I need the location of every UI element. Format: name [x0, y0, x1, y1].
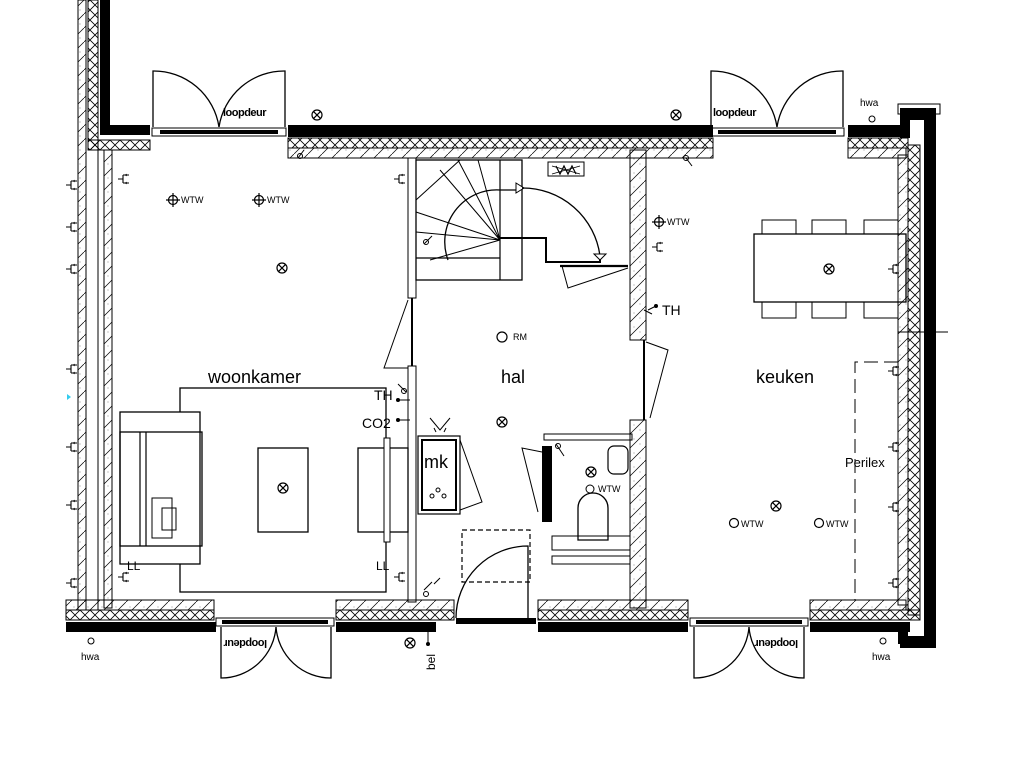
room-label-hal: hal	[501, 367, 526, 387]
ceiling-lights	[276, 109, 835, 649]
door-label-top-right: loopdeur	[713, 107, 757, 119]
wtw-label-4: WTW	[598, 484, 621, 494]
wtw-vents	[166, 193, 825, 529]
ll-label-left: LL	[127, 559, 141, 573]
thermostat-label-keuken: TH	[662, 302, 681, 318]
interior-walls	[383, 149, 669, 609]
staircase	[415, 159, 629, 289]
door-bottom-left[interactable]	[215, 617, 335, 679]
bottom-exterior-wall	[65, 599, 921, 632]
door-top-right[interactable]	[709, 70, 845, 137]
room-label-meterkast: mk	[424, 452, 448, 472]
room-label-keuken: keuken	[756, 367, 815, 387]
door-label-bottom-left: loopdeur	[224, 637, 268, 649]
switches	[297, 149, 693, 646]
wtw-label-6: WTW	[826, 519, 849, 529]
toilet-room	[521, 433, 633, 565]
door-top-left[interactable]	[151, 70, 287, 137]
smoke-detector-label: RM	[513, 332, 527, 342]
thermostat-label-woonkamer: TH	[374, 387, 393, 403]
meterkast	[417, 435, 483, 515]
co2-sensor-label: CO2	[362, 415, 391, 431]
room-label-woonkamer: woonkamer	[208, 367, 302, 387]
door-label-top-left: loopdeur	[223, 107, 267, 119]
hwa-label-bottom-right: hwa	[872, 652, 891, 663]
top-exterior-wall	[287, 125, 909, 159]
wtw-label-2: WTW	[267, 195, 290, 205]
living-furniture	[119, 387, 409, 593]
hwa-label-top-right: hwa	[860, 98, 879, 109]
hwa-label-bottom-left: hwa	[81, 652, 100, 663]
front-door[interactable]	[455, 529, 536, 624]
wtw-label-5: WTW	[741, 519, 764, 529]
doorbell-label: bel	[424, 653, 438, 670]
perilex-label: Perilex	[845, 455, 885, 470]
ll-label-right: LL	[376, 559, 390, 573]
wtw-label-3: WTW	[667, 217, 690, 227]
kitchen-furniture	[753, 219, 907, 600]
door-bottom-right[interactable]	[689, 617, 809, 679]
door-label-bottom-right: loopdeur	[755, 637, 799, 649]
drainpipe-markers	[87, 115, 887, 645]
right-exterior-wall	[897, 103, 948, 648]
cursor-marker	[67, 394, 71, 400]
wtw-label-1: WTW	[181, 195, 204, 205]
